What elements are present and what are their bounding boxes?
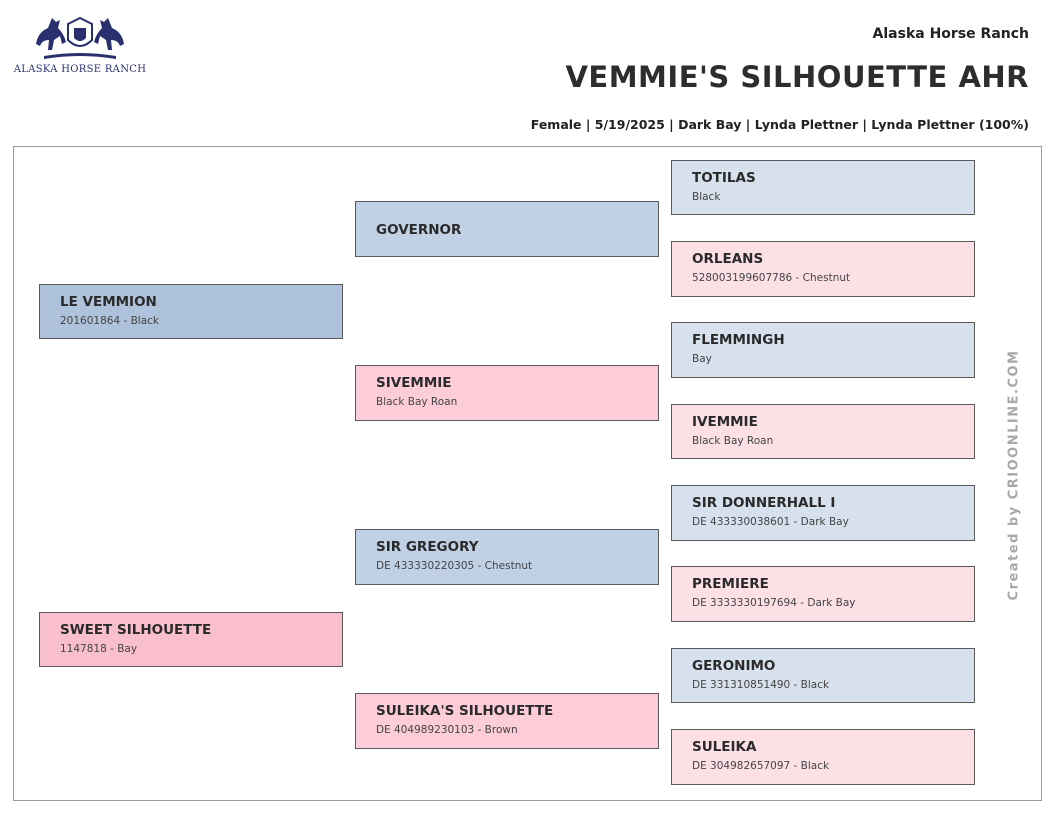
horse-info: 528003199607786 - Chestnut [692,272,851,284]
horse-info: DE 331310851490 - Black [692,679,830,691]
horses-crest-icon [36,16,124,59]
page-title: VEMMIE'S SILHOUETTE AHR [565,60,1029,94]
horse-name: SULEIKA'S SILHOUETTE [376,703,554,719]
horse-info: DE 3333330197694 - Dark Bay [692,597,856,609]
horse-info: DE 404989230103 - Brown [376,724,518,736]
horse-name: LE VEMMION [60,294,157,310]
ranch-name: Alaska Horse Ranch [872,26,1029,42]
horse-info: Black Bay Roan [692,435,774,447]
horse-info: Bay [692,353,712,365]
pedigree-dam-dam[interactable]: SULEIKA'S SILHOUETTE DE 404989230103 - B… [355,693,659,749]
ranch-logo: ALASKA HORSE RANCH [10,10,150,80]
pedigree-sire-dam[interactable]: SIVEMMIE Black Bay Roan [355,365,659,421]
pedigree-gen3-8[interactable]: SULEIKA DE 304982657097 - Black [671,729,975,785]
pedigree-gen3-4[interactable]: IVEMMIE Black Bay Roan [671,404,975,459]
horse-info: 1147818 - Bay [60,643,138,655]
pedigree-gen3-3[interactable]: FLEMMINGH Bay [671,322,975,378]
pedigree-dam[interactable]: SWEET SILHOUETTE 1147818 - Bay [39,612,343,667]
pedigree-dam-sire[interactable]: SIR GREGORY DE 433330220305 - Chestnut [355,529,659,585]
horse-name: GOVERNOR [376,222,462,238]
pedigree-gen3-6[interactable]: PREMIERE DE 3333330197694 - Dark Bay [671,566,975,622]
horse-info: DE 304982657097 - Black [692,760,830,772]
logo-text: ALASKA HORSE RANCH [13,64,147,75]
horse-info: Black Bay Roan [376,396,458,408]
horse-name: GERONIMO [692,658,776,674]
horse-name: SULEIKA [692,739,757,755]
horse-info: DE 433330038601 - Dark Bay [692,516,849,528]
horse-name: SIR DONNERHALL I [692,495,836,511]
pedigree-gen3-5[interactable]: SIR DONNERHALL I DE 433330038601 - Dark … [671,485,975,541]
horse-name: FLEMMINGH [692,332,785,348]
pedigree-sire[interactable]: LE VEMMION 201601864 - Black [39,284,343,339]
horse-name: PREMIERE [692,576,769,592]
pedigree-gen3-2[interactable]: ORLEANS 528003199607786 - Chestnut [671,241,975,297]
horse-info: DE 433330220305 - Chestnut [376,560,533,572]
pedigree-gen3-1[interactable]: TOTILAS Black [671,160,975,215]
horse-info: 201601864 - Black [60,315,159,327]
credit-watermark: Created by CRIOONLINE.COM [1006,349,1022,601]
horse-name: TOTILAS [692,170,756,186]
horse-info: Black [692,191,721,203]
horse-name: SWEET SILHOUETTE [60,622,212,638]
horse-name: IVEMMIE [692,414,758,430]
pedigree-gen3-7[interactable]: GERONIMO DE 331310851490 - Black [671,648,975,703]
horse-name: ORLEANS [692,251,764,267]
pedigree-frame [13,146,1042,801]
horse-name: SIR GREGORY [376,539,479,555]
horse-name: SIVEMMIE [376,375,452,391]
pedigree-sire-sire[interactable]: GOVERNOR [355,201,659,257]
horse-details: Female | 5/19/2025 | Dark Bay | Lynda Pl… [530,117,1029,132]
